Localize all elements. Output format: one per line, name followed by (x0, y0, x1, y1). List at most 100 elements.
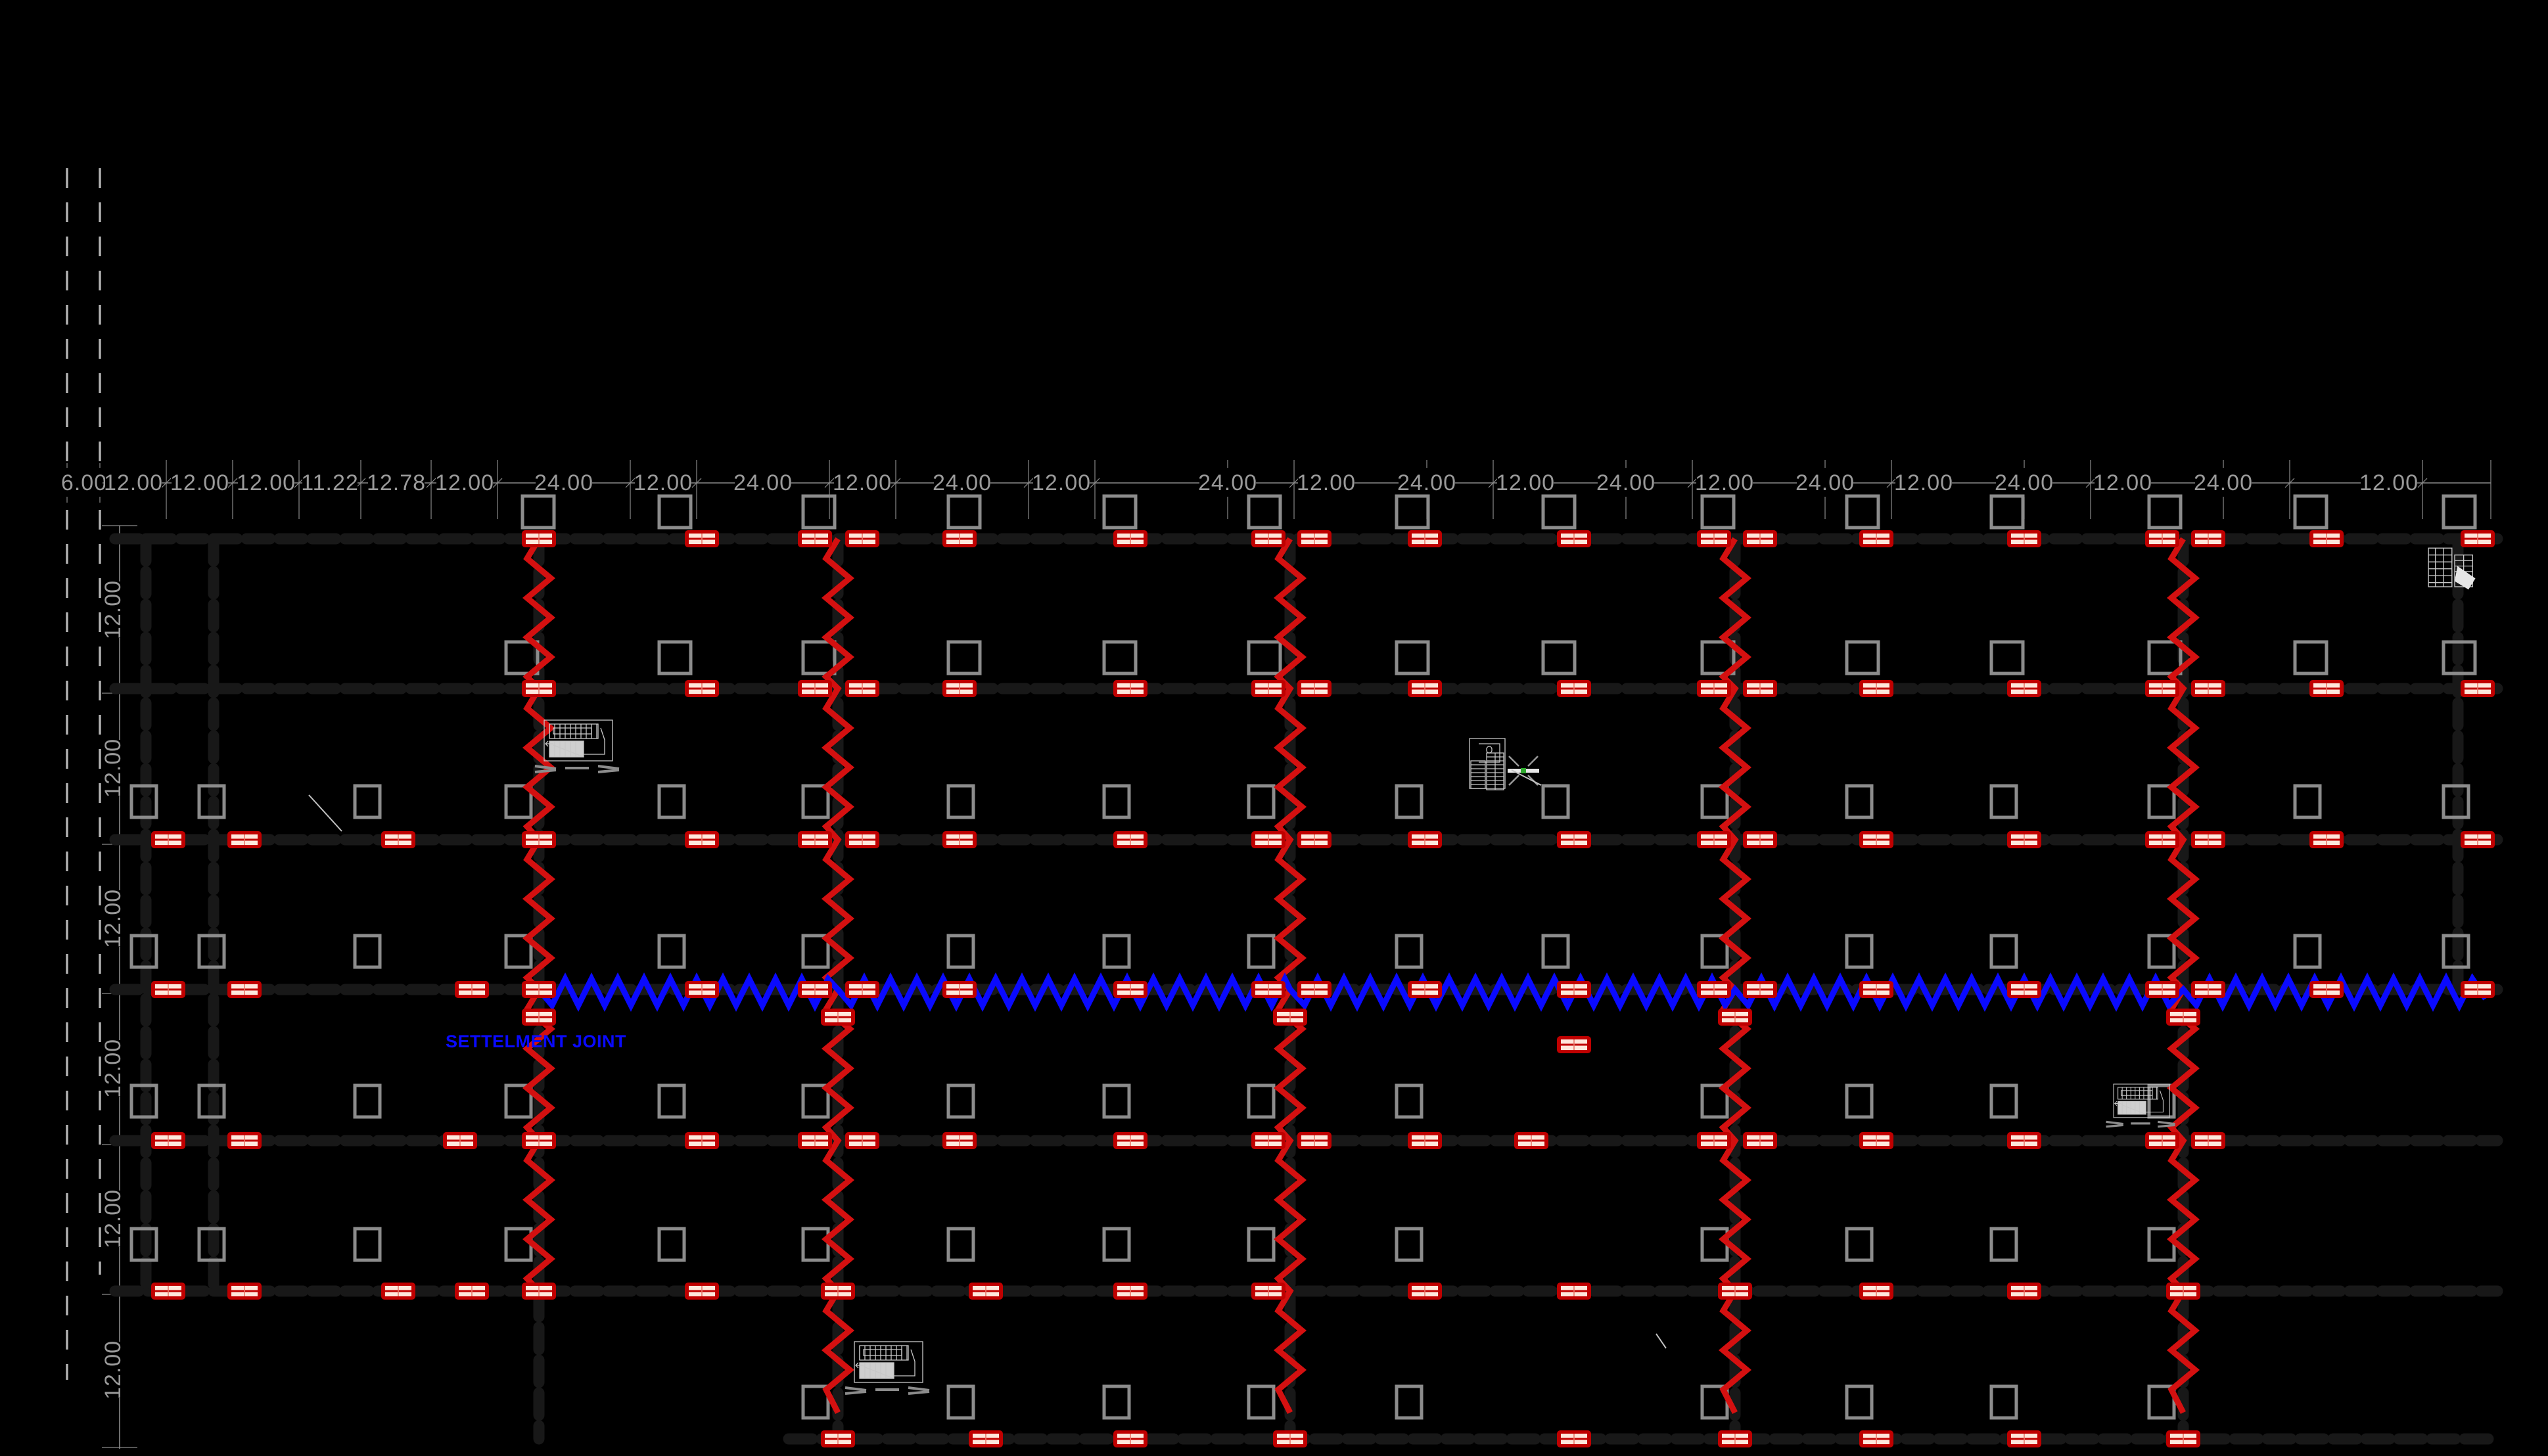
beam-pad[interactable] (1742, 1131, 1778, 1150)
beam-pad[interactable] (1717, 1281, 1753, 1301)
column[interactable] (1395, 1227, 1424, 1262)
beam-pad[interactable] (2144, 679, 2181, 698)
beam-pad[interactable] (150, 1131, 187, 1150)
column[interactable] (657, 934, 686, 969)
beam-pad[interactable] (1556, 529, 1592, 549)
column[interactable] (1247, 1384, 1276, 1420)
beam-pad[interactable] (521, 980, 557, 999)
column[interactable] (1845, 1083, 1874, 1119)
column[interactable] (2293, 640, 2328, 675)
column[interactable] (1395, 494, 1430, 530)
beam-pad[interactable] (1112, 529, 1149, 549)
beam-pad[interactable] (967, 1281, 1004, 1301)
column[interactable] (504, 1083, 533, 1119)
beam-pad[interactable] (1696, 679, 1732, 698)
column[interactable] (946, 1227, 975, 1262)
column[interactable] (946, 784, 975, 819)
beam-pad[interactable] (1406, 679, 1443, 698)
beam-pad[interactable] (797, 529, 833, 549)
beam-pad[interactable] (797, 679, 833, 698)
beam-pad[interactable] (1742, 980, 1778, 999)
beam-pad[interactable] (820, 1007, 856, 1027)
column[interactable] (657, 1227, 686, 1262)
beam-pad[interactable] (1296, 830, 1333, 850)
beam-pad[interactable] (2459, 980, 2496, 999)
column[interactable] (504, 784, 533, 819)
column[interactable] (353, 1227, 382, 1262)
beam-pad[interactable] (521, 679, 557, 698)
column[interactable] (1700, 1083, 1729, 1119)
beam-pad[interactable] (1250, 980, 1287, 999)
column[interactable] (1102, 1384, 1131, 1420)
column[interactable] (946, 494, 982, 530)
column[interactable] (2293, 784, 2322, 819)
beam-pad[interactable] (1858, 529, 1895, 549)
beam-pad[interactable] (1556, 1281, 1592, 1301)
column[interactable] (2147, 640, 2183, 675)
column[interactable] (1541, 784, 1570, 819)
beam-pad[interactable] (683, 529, 720, 549)
beam-pad[interactable] (380, 830, 417, 850)
beam-pad[interactable] (150, 830, 187, 850)
beam-pad[interactable] (2006, 980, 2043, 999)
column[interactable] (1102, 784, 1131, 819)
beam-pad[interactable] (820, 1429, 856, 1449)
column[interactable] (657, 640, 693, 675)
beam-pad[interactable] (2144, 1131, 2181, 1150)
beam-pad[interactable] (2006, 679, 2043, 698)
beam-pad[interactable] (150, 1281, 187, 1301)
column[interactable] (129, 934, 158, 969)
beam-pad[interactable] (380, 1281, 417, 1301)
beam-pad[interactable] (1858, 1429, 1895, 1449)
beam-pad[interactable] (1696, 980, 1732, 999)
beam-pad[interactable] (683, 980, 720, 999)
column[interactable] (1247, 784, 1276, 819)
column[interactable] (1845, 494, 1880, 530)
column[interactable] (1247, 1227, 1276, 1262)
column[interactable] (1845, 1227, 1874, 1262)
column[interactable] (2147, 784, 2176, 819)
column[interactable] (2442, 494, 2477, 530)
beam-pad[interactable] (683, 679, 720, 698)
column[interactable] (1395, 640, 1430, 675)
beam-pad[interactable] (442, 1131, 478, 1150)
column[interactable] (1247, 494, 1282, 530)
column[interactable] (1700, 494, 1736, 530)
column[interactable] (1395, 1083, 1424, 1119)
beam-pad[interactable] (2006, 1281, 2043, 1301)
beam-pad[interactable] (1406, 1281, 1443, 1301)
beam-pad[interactable] (1513, 1131, 1550, 1150)
column[interactable] (1247, 934, 1276, 969)
column[interactable] (2442, 934, 2470, 969)
beam-pad[interactable] (1717, 1429, 1753, 1449)
beam-pad[interactable] (1556, 830, 1592, 850)
beam-pad[interactable] (1742, 679, 1778, 698)
beam-pad[interactable] (1250, 1131, 1287, 1150)
beam-pad[interactable] (1556, 1429, 1592, 1449)
column[interactable] (1541, 640, 1577, 675)
beam-pad[interactable] (1296, 529, 1333, 549)
beam-pad[interactable] (2165, 1007, 2202, 1027)
column[interactable] (657, 1083, 686, 1119)
column[interactable] (1541, 494, 1577, 530)
column[interactable] (1845, 640, 1880, 675)
beam-pad[interactable] (1296, 1131, 1333, 1150)
column[interactable] (2147, 1083, 2176, 1119)
column[interactable] (1102, 494, 1138, 530)
beam-pad[interactable] (2459, 830, 2496, 850)
column[interactable] (504, 640, 540, 675)
beam-pad[interactable] (1556, 679, 1592, 698)
beam-pad[interactable] (941, 1131, 978, 1150)
column[interactable] (1395, 934, 1424, 969)
beam-pad[interactable] (1406, 1131, 1443, 1150)
beam-pad[interactable] (1296, 980, 1333, 999)
beam-pad[interactable] (1272, 1007, 1309, 1027)
beam-pad[interactable] (1858, 679, 1895, 698)
column[interactable] (353, 934, 382, 969)
column[interactable] (1989, 934, 2018, 969)
beam-pad[interactable] (453, 1281, 490, 1301)
column[interactable] (801, 934, 830, 969)
beam-pad[interactable] (941, 980, 978, 999)
column[interactable] (1845, 784, 1874, 819)
column[interactable] (1700, 640, 1736, 675)
